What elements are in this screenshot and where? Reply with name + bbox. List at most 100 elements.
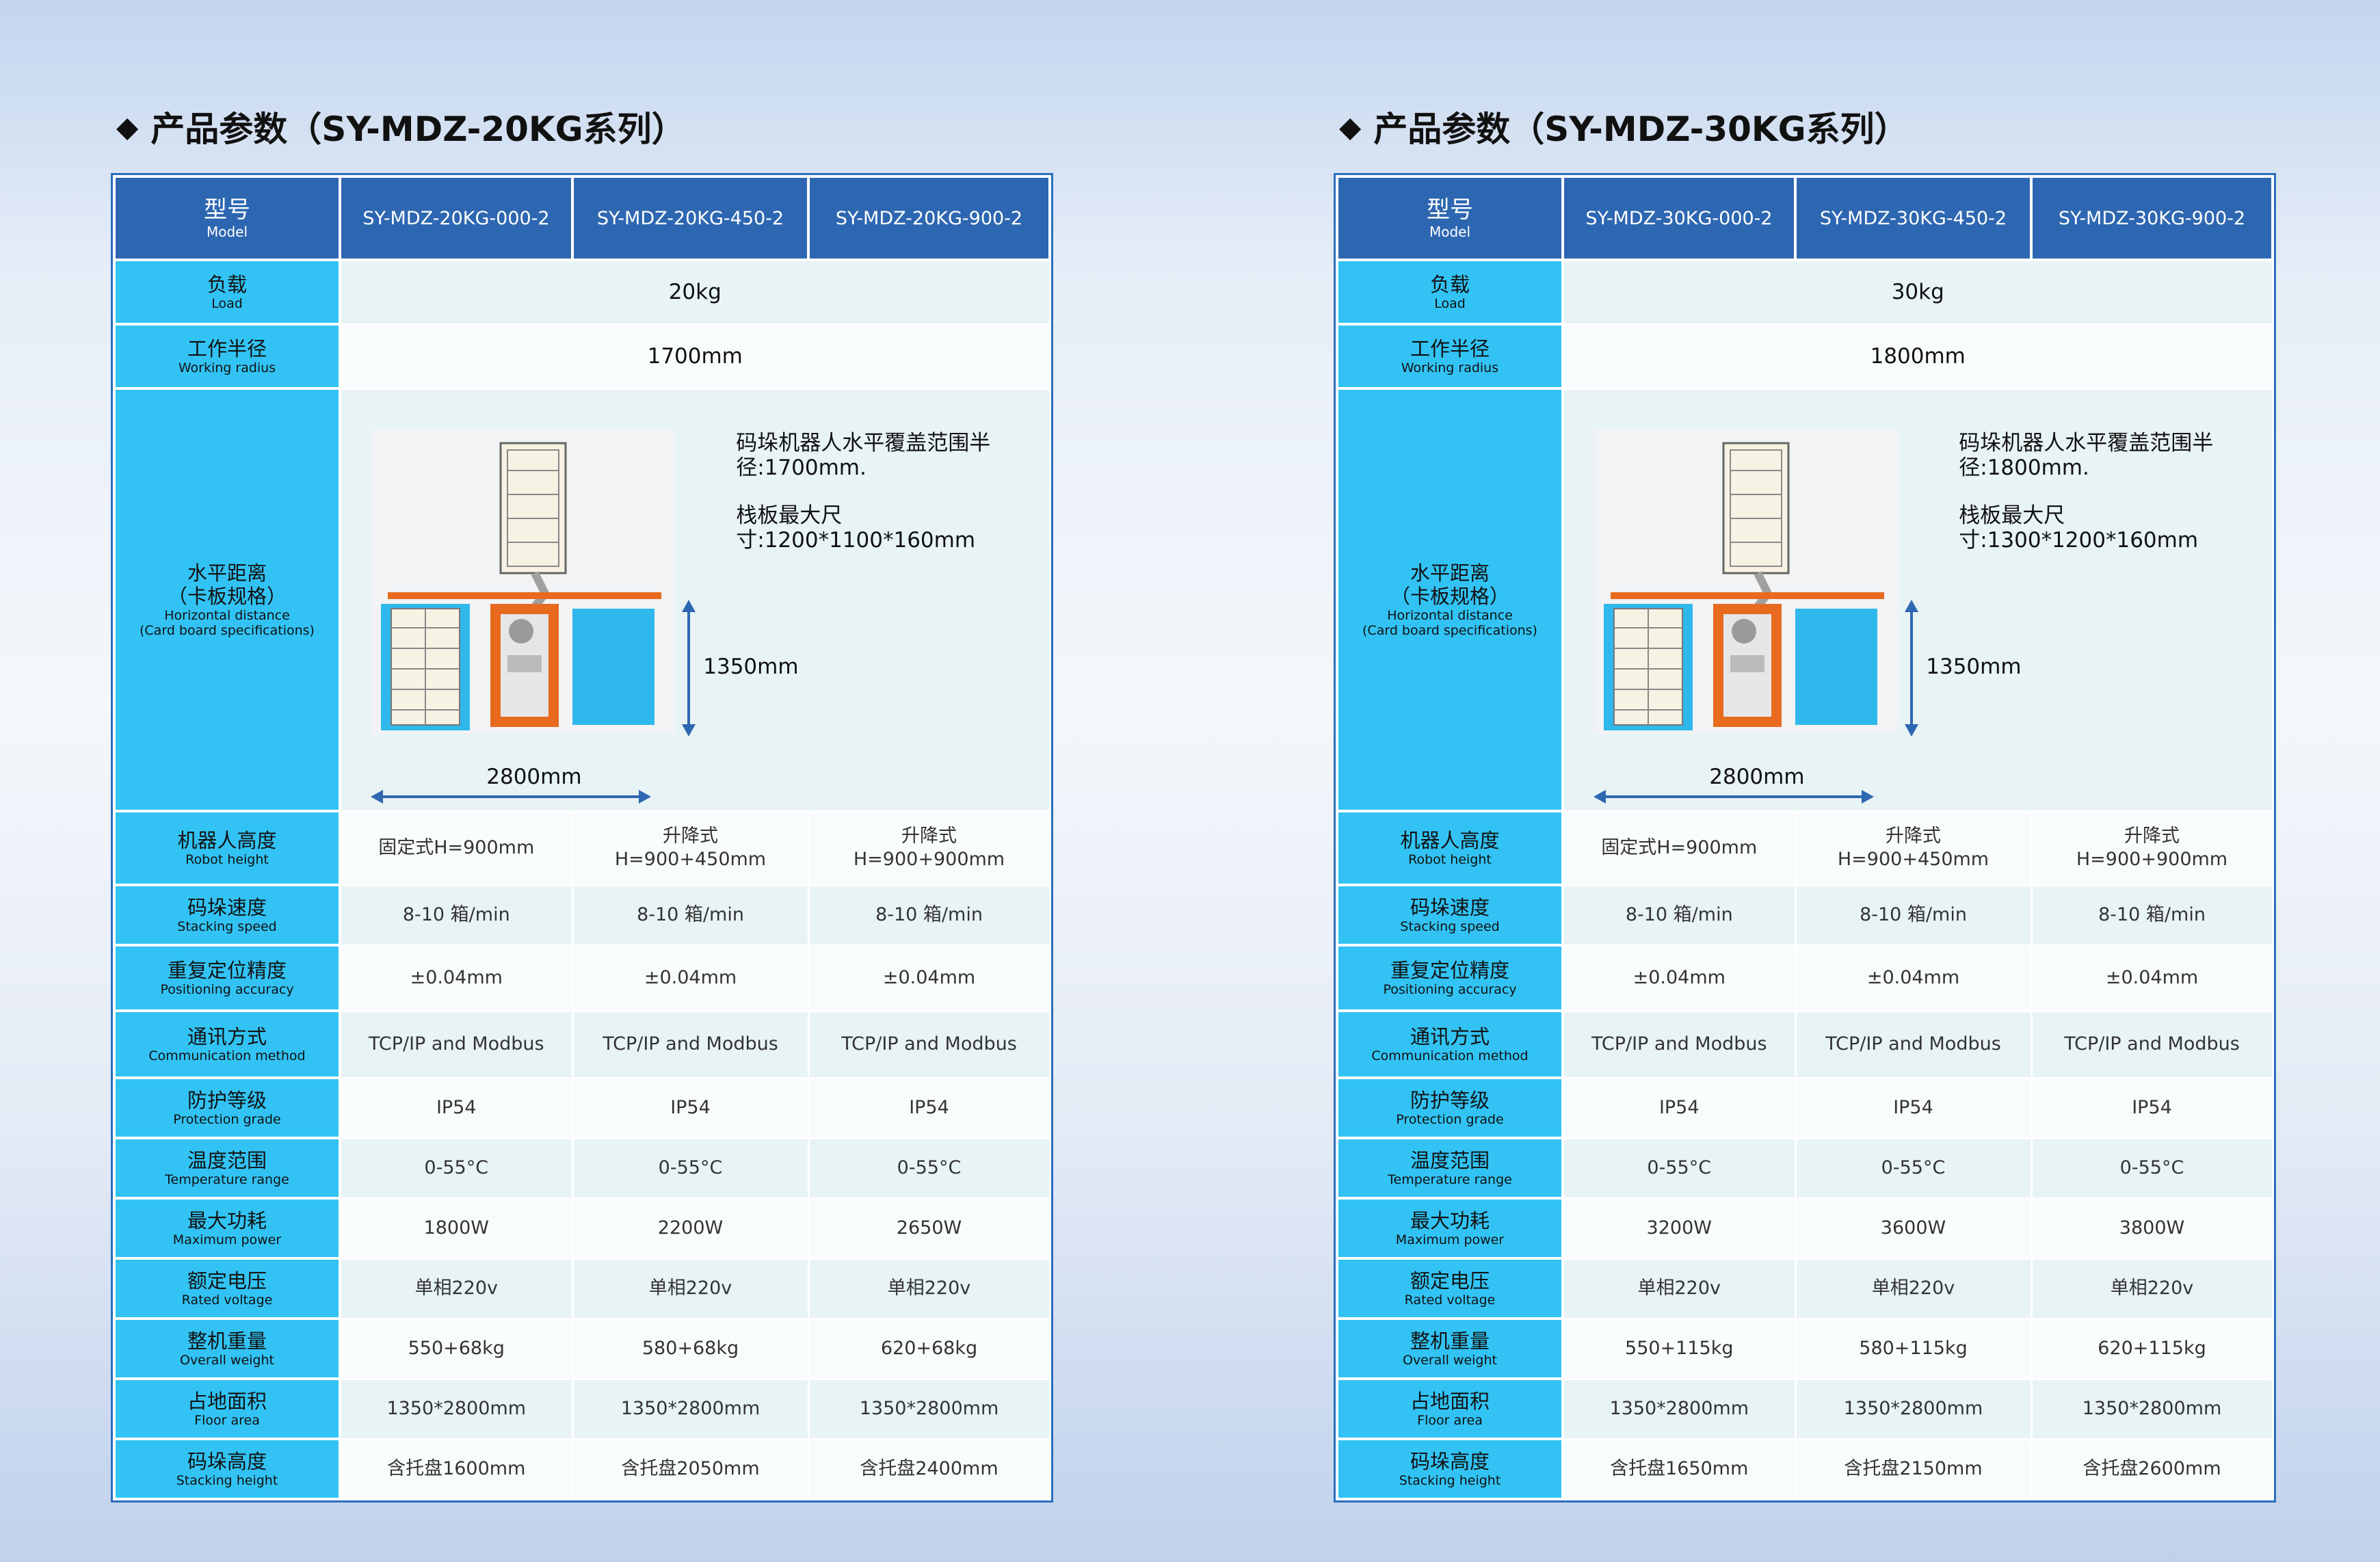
vertical-dimension-arrow-icon (682, 600, 696, 737)
label-en: Stacking speed (177, 919, 277, 934)
row-label-load: 负载 Load (1336, 259, 1564, 326)
row-label-radius: 工作半径 Working radius (113, 323, 341, 390)
spec-value: TCP/IP and Modbus (571, 1009, 810, 1079)
spec-value: 620+68kg (807, 1317, 1051, 1380)
spec-value: 1350*2800mm (2030, 1377, 2274, 1440)
label-zh: 温度范围 (1410, 1149, 1490, 1172)
label-zh: 占地面积 (1410, 1390, 1490, 1413)
spec-value: 0-55°C (1794, 1137, 2033, 1200)
label-en: Floor area (194, 1413, 260, 1428)
spec-value: 含托盘1600mm (339, 1438, 574, 1500)
spec-value: 1350*2800mm (1561, 1377, 1797, 1440)
load-value: 20kg (339, 259, 1051, 326)
spec-value: 固定式H=900mm (339, 810, 574, 886)
spec-value: TCP/IP and Modbus (339, 1009, 574, 1079)
spec-table: 型号 Model SY-MDZ-20KG-000-2 SY-MDZ-20KG-4… (111, 173, 1053, 1503)
row-label-horizontal: 水平距离 （卡板规格） Horizontal distance (Card bo… (113, 387, 341, 812)
label-en: Rated voltage (1404, 1293, 1496, 1308)
label-zh: 最大功耗 (187, 1209, 267, 1232)
spec-value: 1800W (339, 1197, 574, 1260)
spec-value: ±0.04mm (571, 944, 810, 1012)
section-title: ◆ 产品参数（SY-MDZ-30KG系列） (1339, 103, 1909, 150)
label-zh: 占地面积 (187, 1390, 267, 1413)
horizontal-dimension-arrow-icon (371, 790, 652, 804)
label-en: Robot height (1408, 852, 1492, 867)
spec-value: 含托盘2600mm (2030, 1438, 2274, 1500)
spec-value: ±0.04mm (1794, 944, 2033, 1012)
spec-value: TCP/IP and Modbus (1794, 1009, 2033, 1079)
row-label-load: 负载 Load (113, 259, 341, 326)
label-en: Robot height (185, 852, 269, 867)
label-zh: 水平距离 (1410, 561, 1490, 585)
diamond-bullet-icon: ◆ (116, 109, 139, 144)
label-zh: 温度范围 (187, 1149, 267, 1172)
palletizer-robot-image (371, 429, 676, 734)
width-dimension: 2800mm (1709, 765, 1805, 789)
label-en: Floor area (1417, 1413, 1483, 1428)
spec-value: 升降式 H=900+900mm (807, 810, 1051, 886)
model-header-label: 型号 Model (1336, 175, 1564, 261)
label-zh: 负载 (207, 273, 247, 296)
label-zh: 工作半径 (187, 337, 267, 360)
width-dimension: 2800mm (486, 765, 582, 789)
label-en: Load (1434, 296, 1466, 311)
section-title-text: 产品参数（SY-MDZ-30KG系列） (1373, 109, 1909, 149)
spec-value: 单相220v (1561, 1257, 1797, 1320)
coverage-radius-text: 码垛机器人水平覆盖范围半径:1700mm. (736, 431, 991, 480)
spec-value: 8-10 箱/min (339, 884, 574, 947)
label-en: (Card board specifications) (1362, 623, 1537, 638)
label-en: (Card board specifications) (140, 623, 315, 638)
spec-value: IP54 (571, 1076, 810, 1139)
spec-value: 升降式 H=900+900mm (2030, 810, 2274, 886)
spec-value: 单相220v (339, 1257, 574, 1320)
radius-value: 1700mm (339, 323, 1051, 390)
label-en: Stacking speed (1400, 919, 1500, 934)
layout-diagram: 码垛机器人水平覆盖范围半径:1700mm. 栈板最大尺寸:1200*1100*1… (346, 391, 1044, 808)
coverage-note: 码垛机器人水平覆盖范围半径:1700mm. 栈板最大尺寸:1200*1100*1… (736, 431, 1023, 576)
label-zh: （卡板规格） (1390, 585, 1509, 608)
spec-value: 3800W (2030, 1197, 2274, 1260)
height-dimension: 1350mm (1926, 654, 2022, 679)
label-zh: 码垛速度 (187, 896, 267, 919)
spec-value: ±0.04mm (1561, 944, 1797, 1012)
label-zh: 额定电压 (187, 1269, 267, 1293)
spec-value: 0-55°C (339, 1137, 574, 1200)
vertical-dimension-arrow-icon (1905, 600, 1919, 737)
model-name: SY-MDZ-30KG-000-2 (1561, 175, 1797, 261)
spec-value: 580+68kg (571, 1317, 810, 1380)
coverage-radius-text: 码垛机器人水平覆盖范围半径:1800mm. (1959, 431, 2214, 480)
spec-value: 550+68kg (339, 1317, 574, 1380)
label-zh: 通讯方式 (187, 1025, 267, 1048)
height-dimension: 1350mm (703, 654, 799, 679)
label-zh: 通讯方式 (1410, 1025, 1490, 1048)
spec-value: ±0.04mm (2030, 944, 2274, 1012)
spec-value: 1350*2800mm (339, 1377, 574, 1440)
spec-value: 含托盘2050mm (571, 1438, 810, 1500)
